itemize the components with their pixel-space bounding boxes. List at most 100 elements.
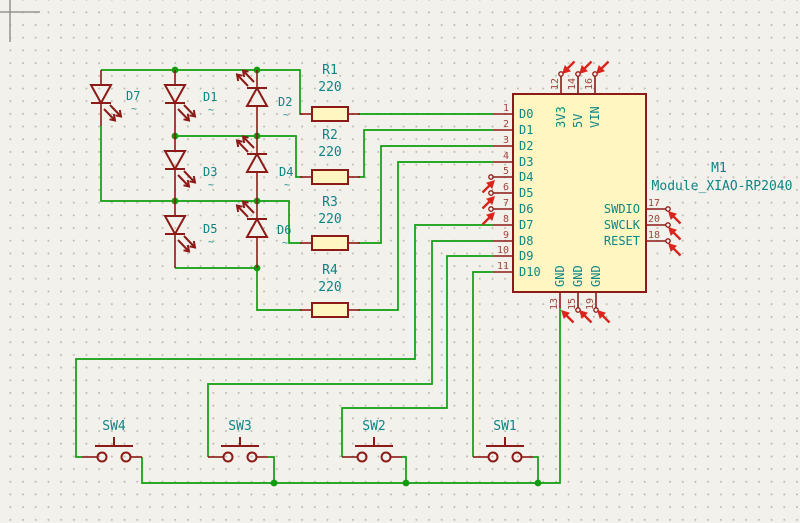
led-pin-segments (100, 70, 258, 268)
pin-name: GND (553, 265, 567, 287)
led-ref: D4 (279, 165, 293, 179)
led-value: ~ (208, 180, 214, 191)
pin-name: D3 (519, 155, 533, 169)
erc-marker-icon[interactable] (666, 241, 682, 257)
led-value: ~ (131, 104, 137, 115)
resistor-ref: R3 (322, 195, 338, 210)
resistor-ref: R4 (322, 263, 338, 278)
led-D4[interactable] (236, 135, 268, 173)
led-value: ~ (208, 237, 214, 248)
pin-number: 15 (567, 298, 578, 310)
pin-number: 19 (585, 298, 596, 310)
switch-SW2[interactable] (341, 436, 403, 463)
resistor-R1[interactable] (299, 106, 361, 122)
wires[interactable] (75, 69, 561, 484)
resistor-R2[interactable] (299, 169, 361, 185)
module-xiao-rp2040[interactable]: D0 D1 D2 D3 D4 D5 D6 D7 D8 D9 D10 1 2 3 … (488, 71, 671, 313)
module-bottom-pin-names: GND GND GND 13 15 19 (549, 265, 603, 310)
junction-dots (171, 66, 542, 487)
pin-number: 11 (497, 261, 509, 272)
erc-marker-icon[interactable] (666, 209, 682, 225)
pin-number: 2 (503, 119, 509, 130)
erc-marker-icon[interactable] (595, 308, 611, 324)
resistor-labels: R1 220 R2 220 R3 220 R4 220 (318, 63, 341, 295)
pin-name: D6 (519, 202, 533, 216)
pin-name: D9 (519, 249, 533, 263)
pin-number: 10 (497, 245, 509, 256)
pin-name: VIN (588, 106, 602, 128)
pin-number: 5 (503, 166, 509, 177)
module-top-pins (558, 71, 598, 94)
pin-number: 16 (584, 78, 595, 90)
led-D2[interactable] (236, 69, 268, 107)
pin-number: 7 (503, 198, 509, 209)
led-labels: D7 ~ D1 ~ D2 ~ D3 ~ D4 ~ D5 ~ D6 ~ (126, 89, 293, 249)
erc-marker-icon[interactable] (594, 60, 610, 76)
led-ref: D5 (203, 222, 217, 236)
erc-marker-icon[interactable] (481, 210, 497, 226)
pin-name: GND (571, 265, 585, 287)
led-D6[interactable] (236, 200, 268, 238)
pin-name: RESET (604, 234, 640, 248)
module-left-pin-numbers: 1 2 3 4 5 6 7 8 9 10 11 (497, 103, 509, 272)
led-value: ~ (283, 110, 289, 121)
pin-name: D1 (519, 123, 533, 137)
led-D7[interactable] (90, 84, 122, 122)
led-value: ~ (208, 105, 214, 116)
module-left-pin-names: D0 D1 D2 D3 D4 D5 D6 D7 D8 D9 D10 (519, 107, 541, 279)
led-value: ~ (282, 238, 288, 249)
module-right-pin-names: SWDIO SWCLK RESET 17 20 18 (604, 198, 660, 248)
resistor-value: 220 (318, 80, 341, 95)
pin-name: D8 (519, 234, 533, 248)
pin-number: 8 (503, 214, 509, 225)
erc-marker-icon[interactable] (666, 225, 682, 241)
led-value: ~ (284, 180, 290, 191)
pin-name: 5V (571, 114, 585, 128)
erc-marker-icon[interactable] (560, 60, 576, 76)
switch-SW4[interactable] (81, 436, 143, 463)
led-D3[interactable] (164, 150, 196, 188)
led-ref: D1 (203, 90, 217, 104)
pin-number: 17 (648, 198, 660, 209)
pin-name: SWCLK (604, 218, 641, 232)
erc-marker-icon[interactable] (481, 178, 497, 194)
erc-marker-icon[interactable] (577, 60, 593, 76)
led-ref: D6 (277, 223, 291, 237)
resistor-value: 220 (318, 280, 341, 295)
pin-number: 4 (503, 151, 509, 162)
module-value: Module_XIAO-RP2040 (652, 179, 793, 194)
switch-SW1[interactable] (472, 436, 534, 463)
module-bottom-pins (559, 292, 599, 313)
erc-marker-icon[interactable] (559, 308, 575, 324)
pin-name: D5 (519, 186, 533, 200)
erc-marker-icon[interactable] (481, 194, 497, 210)
sheet-origin-crosshair (0, 0, 40, 42)
erc-marker-icon[interactable] (577, 308, 593, 324)
led-ref: D3 (203, 165, 217, 179)
led-D5[interactable] (164, 215, 196, 253)
resistor-R3[interactable] (299, 235, 361, 251)
pin-name: D10 (519, 265, 541, 279)
led-ref: D7 (126, 89, 140, 103)
pin-name: SWDIO (604, 202, 640, 216)
switch-SW3[interactable] (207, 436, 269, 463)
switch-ref: SW3 (228, 419, 251, 434)
pin-number: 14 (567, 78, 578, 90)
pin-number: 18 (648, 230, 660, 241)
switch-ref: SW1 (493, 419, 516, 434)
switch-ref: SW4 (102, 419, 126, 434)
led-D1[interactable] (164, 84, 196, 122)
pin-number: 13 (549, 298, 560, 310)
resistor-value: 220 (318, 212, 341, 227)
resistor-R4[interactable] (299, 302, 361, 318)
resistor-ref: R1 (322, 63, 338, 78)
pin-number: 6 (503, 182, 509, 193)
led-ref: D2 (278, 95, 292, 109)
pin-name: D4 (519, 170, 533, 184)
pin-name: GND (589, 265, 603, 287)
module-labels: M1 Module_XIAO-RP2040 (652, 161, 793, 194)
module-right-pins (646, 206, 671, 244)
pin-number: 3 (503, 135, 509, 146)
